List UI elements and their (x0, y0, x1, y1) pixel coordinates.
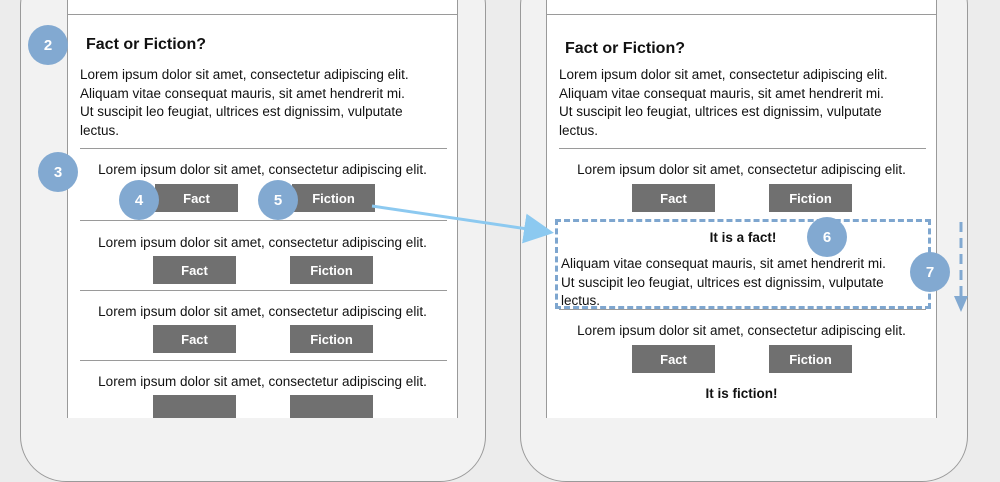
page-title: Fact or Fiction? (86, 36, 206, 53)
fiction-button[interactable]: Fiction (292, 184, 375, 212)
flow-arrow (371, 204, 554, 244)
annotation-arrows (371, 204, 968, 312)
question-text: Lorem ipsum dolor sit amet, consectetur … (98, 304, 427, 319)
fact-button[interactable]: Fact (632, 184, 715, 212)
fact-button[interactable]: Fact (155, 184, 238, 212)
intro-line: Aliquam vitae consequat mauris, sit amet… (559, 85, 884, 101)
intro-line: Lorem ipsum dolor sit amet, consectetur … (559, 67, 888, 82)
feedback-line: Aliquam vitae consequat mauris, sit amet… (561, 256, 886, 271)
divider (559, 309, 926, 310)
divider (80, 290, 447, 291)
intro-paragraph: Lorem ipsum dolor sit amet, consectetur … (80, 66, 409, 140)
intro-line: Ut suscipit leo feugiat, ultrices est di… (80, 104, 403, 119)
feedback-line: Ut suscipit leo feugiat, ultrices est di… (561, 274, 884, 290)
intro-line: Ut suscipit leo feugiat, ultrices est di… (559, 104, 882, 119)
feedback-2-title: It is fiction! (705, 386, 778, 401)
fact-button[interactable]: Fact (632, 345, 715, 373)
question-text: Lorem ipsum dolor sit amet, consectetur … (577, 162, 906, 177)
fiction-button[interactable]: Fiction (290, 256, 373, 284)
intro-line: lectus. (559, 122, 599, 138)
feedback-title: It is a fact! (709, 230, 777, 245)
fiction-button[interactable]: Fiction (769, 184, 852, 212)
feedback-line: lectus. (561, 293, 601, 308)
fact-button[interactable]: Fact (153, 256, 236, 284)
right-phone-screen: Fact or Fiction? Lorem ipsum dolor sit a… (546, 0, 937, 418)
divider (80, 220, 447, 221)
screen-top-border (547, 14, 936, 15)
page-title: Fact or Fiction? (565, 40, 685, 57)
annotation-badge-4: 4 (119, 180, 159, 220)
question-text: Lorem ipsum dolor sit amet, consectetur … (98, 374, 427, 389)
fiction-button[interactable]: Fiction (769, 345, 852, 373)
intro-line: Aliquam vitae consequat mauris, sit amet… (80, 85, 405, 101)
question-text: Lorem ipsum dolor sit amet, consectetur … (98, 235, 427, 250)
intro-line: Lorem ipsum dolor sit amet, consectetur … (80, 67, 409, 82)
feedback-text: Aliquam vitae consequat mauris, sit amet… (561, 255, 936, 311)
screen-top-border (68, 14, 457, 15)
question-text: Lorem ipsum dolor sit amet, consectetur … (98, 162, 427, 177)
intro-paragraph: Lorem ipsum dolor sit amet, consectetur … (559, 66, 888, 140)
fiction-button[interactable]: Fiction (290, 325, 373, 353)
annotation-badge-3: 3 (38, 152, 78, 192)
fact-button[interactable]: Fact (153, 325, 236, 353)
intro-line: lectus. (80, 122, 120, 138)
divider (80, 360, 447, 361)
question-text: Lorem ipsum dolor sit amet, consectetur … (577, 323, 906, 338)
annotation-badge-5: 5 (258, 180, 298, 220)
annotation-badge-2: 2 (28, 25, 68, 65)
divider (559, 148, 926, 149)
scroll-arrow-head (954, 296, 968, 312)
annotation-badge-7: 7 (910, 252, 950, 292)
annotation-badge-6: 6 (807, 217, 847, 257)
divider (80, 148, 447, 149)
